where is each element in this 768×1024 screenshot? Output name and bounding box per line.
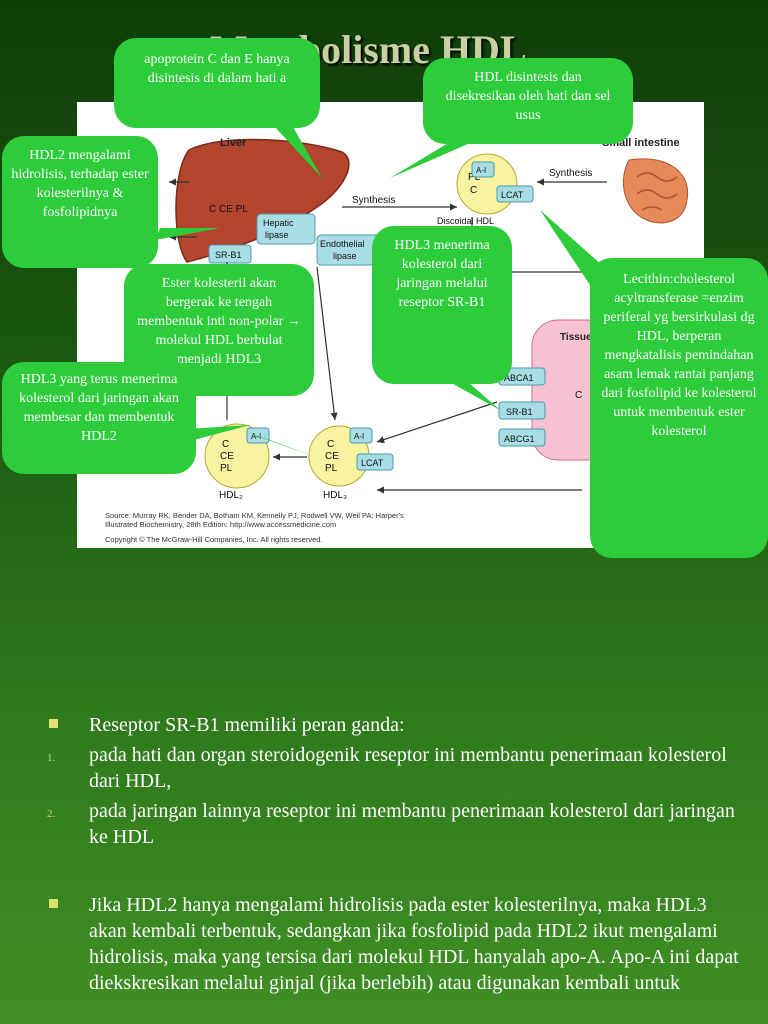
liver-content-label: C CE PL	[209, 204, 248, 215]
hdl3-a1-label: A-I	[354, 432, 364, 441]
small-intestine-shape	[622, 158, 689, 224]
hdl3-a1-box	[349, 427, 373, 444]
callout-hdl-synthesis: HDL disintesis dan disekresikan oleh hat…	[423, 58, 633, 144]
hdl3-lcat-box	[356, 453, 394, 471]
hdl3-c-label: C	[327, 439, 334, 450]
bullet-text: Jika HDL2 hanya mengalami hidrolisis pad…	[89, 894, 739, 994]
hepatic-lipase-label-2: lipase	[265, 230, 289, 240]
hdl3-ce-label: CE	[325, 451, 339, 462]
hdl2-label: HDL₂	[219, 490, 243, 501]
synthesis-label-left: Synthesis	[352, 195, 395, 206]
hepatic-lipase-label: Hepatic	[263, 218, 294, 228]
figure-copyright: Copyright © The McGraw-Hill Companies, I…	[105, 535, 323, 544]
bullet-text: Reseptor SR-B1 memiliki peran ganda:	[89, 714, 405, 736]
bullet-list: Reseptor SR-B1 memiliki peran ganda: 1. …	[45, 712, 745, 1000]
hdl2-a1-label: A-I	[251, 432, 261, 441]
discoidal-a1-label: A-I	[476, 166, 486, 175]
liver-label: Liver	[220, 137, 247, 149]
callout-hdl3-grow: HDL3 yang terus menerima kolesterol dari…	[2, 362, 196, 474]
hdl2-pl-label: PL	[220, 463, 233, 474]
numbered-text: pada jaringan lainnya reseptor ini memba…	[89, 800, 735, 848]
abcg1-box	[498, 428, 546, 447]
abca1-label: ABCA1	[504, 373, 534, 383]
discoidal-lcat-box	[496, 185, 534, 203]
abcg1-label: ABCG1	[504, 434, 535, 444]
number-marker: 1.	[47, 752, 56, 764]
synthesis-label-right: Synthesis	[549, 168, 592, 179]
bullet-item: Jika HDL2 hanya mengalami hidrolisis pad…	[45, 892, 745, 996]
hepatic-lipase-box	[256, 213, 316, 245]
discoidal-lcat-label: LCAT	[501, 190, 524, 200]
callout-hdl3-receive: HDL3 menerima kolesterol dari jaringan m…	[372, 226, 512, 384]
numbered-item: 2. pada jaringan lainnya reseptor ini me…	[45, 798, 745, 850]
callout-apoprotein: apoprotein C dan E hanya disintesis di d…	[114, 38, 320, 128]
numbered-text: pada hati dan organ steroidogenik resept…	[89, 744, 727, 792]
hdl3-lcat-label: LCAT	[361, 458, 384, 468]
hdl3-pl-label: PL	[325, 463, 338, 474]
discoidal-hdl-label: Discoidal HDL	[437, 216, 494, 226]
bullet-square-icon	[49, 719, 58, 728]
endothelial-lipase-label: Endothelial	[320, 239, 365, 249]
tissue-c-label: C	[575, 390, 582, 401]
numbered-item: 1. pada hati dan organ steroidogenik res…	[45, 742, 745, 794]
sr-b1-tissue-label: SR-B1	[506, 407, 533, 417]
figure-source-line-2: Illustrated Biochemistry, 28th Edition: …	[105, 520, 336, 529]
sr-b1-liver-box	[208, 244, 252, 264]
tissue-label: Tissues	[560, 332, 597, 343]
hdl3-label: HDL₃	[323, 490, 347, 501]
callout-lcat-description: Lecithin:cholesterol acyltransferase =en…	[590, 258, 768, 558]
discoidal-c-label: C	[470, 185, 477, 196]
sr-b1-liver-label: SR-B1	[215, 250, 242, 260]
callout-hdl2-hydrolysis: HDL2 mengalami hidrolisis, terhadap este…	[2, 136, 158, 268]
bullet-square-icon	[49, 899, 58, 908]
figure-source-line-1: Source: Murray RK, Bender DA, Botham KM,…	[105, 511, 404, 520]
hdl2-c-label: C	[222, 439, 229, 450]
number-marker: 2.	[47, 808, 56, 820]
bullet-item: Reseptor SR-B1 memiliki peran ganda:	[45, 712, 745, 738]
hdl2-ce-label: CE	[220, 451, 234, 462]
sr-b1-tissue-box	[498, 401, 546, 420]
endothelial-lipase-label-2: lipase	[333, 251, 357, 261]
